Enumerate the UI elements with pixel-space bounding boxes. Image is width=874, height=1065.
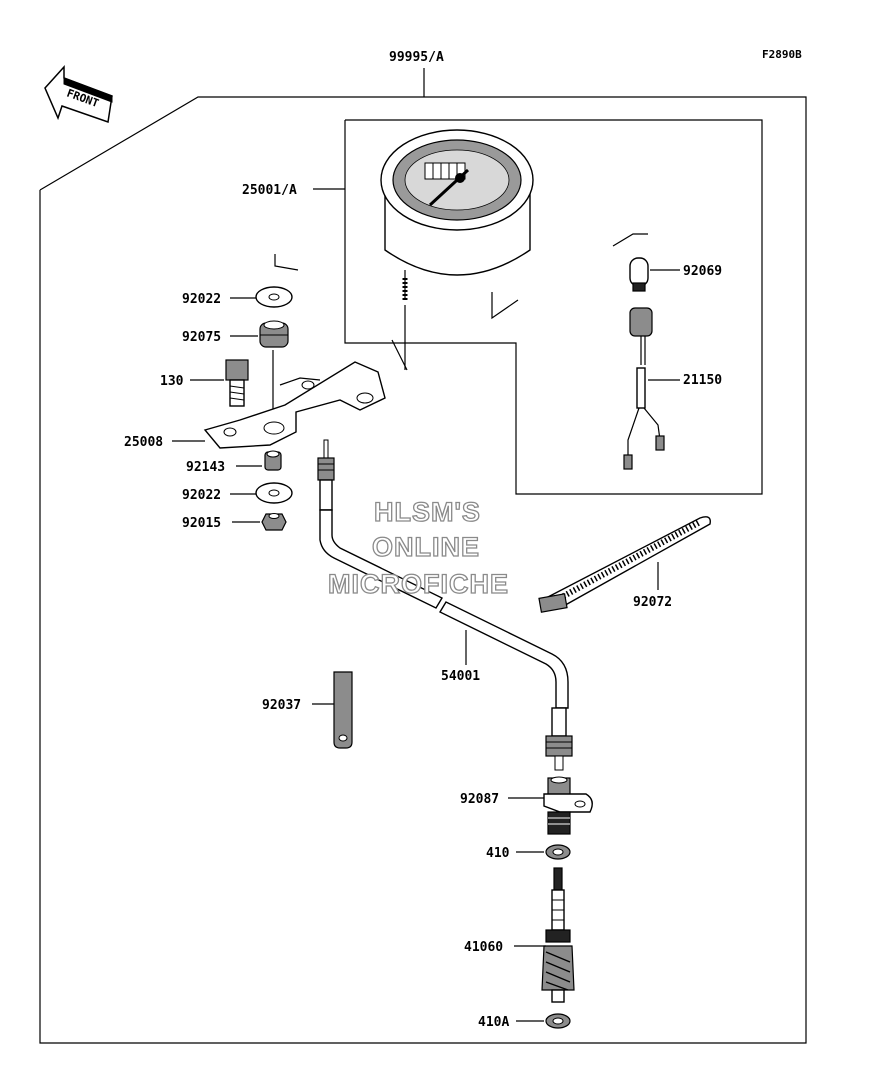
cable-band bbox=[538, 516, 711, 613]
watermark-line-3: MICROFICHE bbox=[328, 569, 509, 599]
collar bbox=[264, 450, 282, 471]
socket-harness bbox=[623, 307, 665, 470]
watermark-line-1: HLSM'S bbox=[374, 497, 481, 527]
label-band: 92072 bbox=[633, 595, 672, 610]
label-clamp: 92037 bbox=[262, 698, 301, 713]
label-washer-top: 92022 bbox=[182, 292, 221, 307]
label-seal: 410 bbox=[486, 846, 510, 861]
figure-code-label: F2890B bbox=[762, 48, 802, 61]
bolt bbox=[225, 359, 249, 407]
label-washer-bottom: 92022 bbox=[182, 488, 221, 503]
label-washer-small: 410A bbox=[478, 1015, 509, 1030]
seal bbox=[545, 844, 571, 860]
label-bracket: 25008 bbox=[124, 435, 163, 450]
assembly-border bbox=[39, 96, 807, 1044]
label-socket-harness: 21150 bbox=[683, 373, 722, 388]
label-housing: 92087 bbox=[460, 792, 499, 807]
nut bbox=[261, 513, 287, 531]
clamp bbox=[333, 671, 353, 749]
grommet bbox=[259, 320, 289, 348]
washer-bottom bbox=[255, 482, 293, 504]
bracket bbox=[203, 361, 386, 449]
label-collar: 92143 bbox=[186, 460, 225, 475]
speedometer bbox=[380, 129, 534, 300]
meter-assy-box bbox=[344, 119, 763, 495]
stack-guide-top bbox=[274, 254, 299, 271]
washer-small bbox=[545, 1013, 571, 1029]
washer-top bbox=[255, 286, 293, 308]
label-gear: 41060 bbox=[464, 940, 503, 955]
meter-gear bbox=[541, 867, 575, 1003]
meter-tick bbox=[491, 292, 519, 320]
assembly-ref-label: 99995/A bbox=[389, 50, 444, 65]
label-bolt: 130 bbox=[160, 374, 184, 389]
label-nut: 92015 bbox=[182, 516, 221, 531]
front-arrow-icon: FRONT bbox=[44, 65, 113, 124]
label-bulb: 92069 bbox=[683, 264, 722, 279]
speedometer-cable bbox=[317, 439, 573, 771]
watermark-line-2: ONLINE bbox=[372, 532, 480, 562]
meter-gear-housing bbox=[543, 776, 593, 835]
label-grommet: 92075 bbox=[182, 330, 221, 345]
bulb bbox=[612, 233, 649, 292]
label-cable: 54001 bbox=[441, 669, 480, 684]
label-meter-assy: 25001/A bbox=[242, 183, 297, 198]
meter-bracket-guide bbox=[391, 339, 408, 371]
